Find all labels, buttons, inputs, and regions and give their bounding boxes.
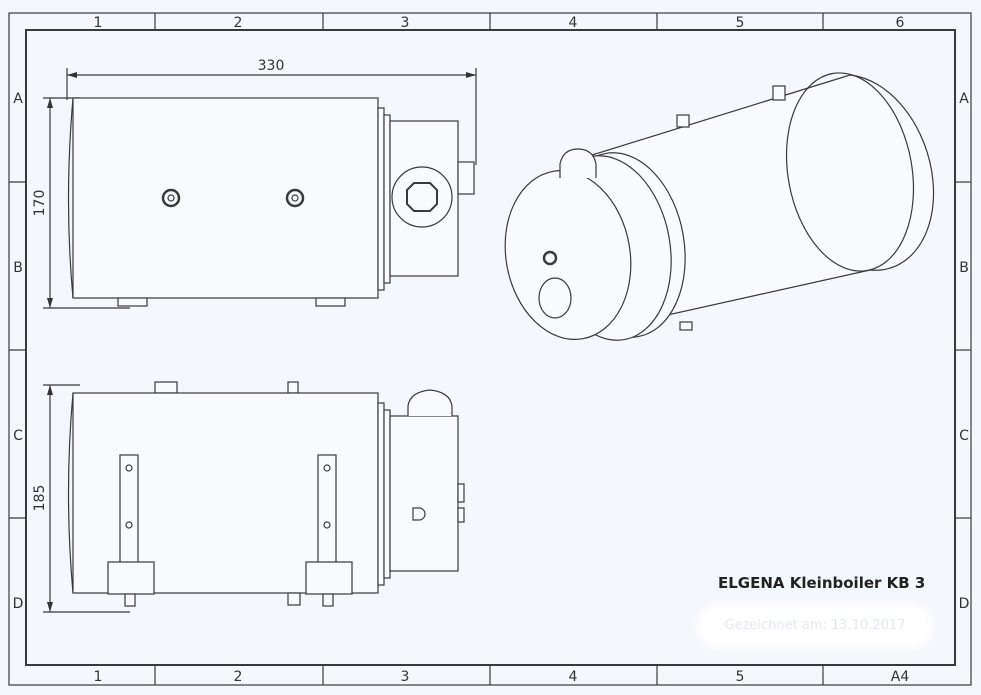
row-label-right: D [959,596,970,612]
col-label-bottom: 4 [569,669,578,685]
col-label-top: 5 [736,15,745,31]
dimension-height-top: 185 [32,485,48,512]
dimension-length: 330 [258,58,285,74]
col-label-bottom: 2 [234,669,243,685]
row-label-left: A [13,91,23,107]
col-label-bottom: A4 [891,669,910,685]
col-label-top: 2 [234,15,243,31]
row-label-right: C [959,428,969,444]
row-label-right: A [959,91,969,107]
side-view: 330 170 [32,58,477,309]
row-label-left: C [13,428,23,444]
col-label-top: 6 [896,15,905,31]
row-label-left: B [13,260,23,276]
row-label-left: D [13,596,24,612]
grid-ticks [9,13,971,685]
drawn-date: Gezeichnet am: 13.10.2017 [705,612,925,640]
dimension-height-side: 170 [32,190,48,217]
row-label-right: B [959,260,969,276]
col-label-top: 3 [401,15,410,31]
drawing-title: ELGENA Kleinboiler KB 3 [718,574,926,592]
col-label-bottom: 3 [401,669,410,685]
isometric-view [504,72,935,341]
col-label-bottom: 1 [94,669,103,685]
top-view: 185 [32,381,465,613]
col-label-top: 1 [94,15,103,31]
col-label-bottom: 5 [736,669,745,685]
col-label-top: 4 [569,15,578,31]
